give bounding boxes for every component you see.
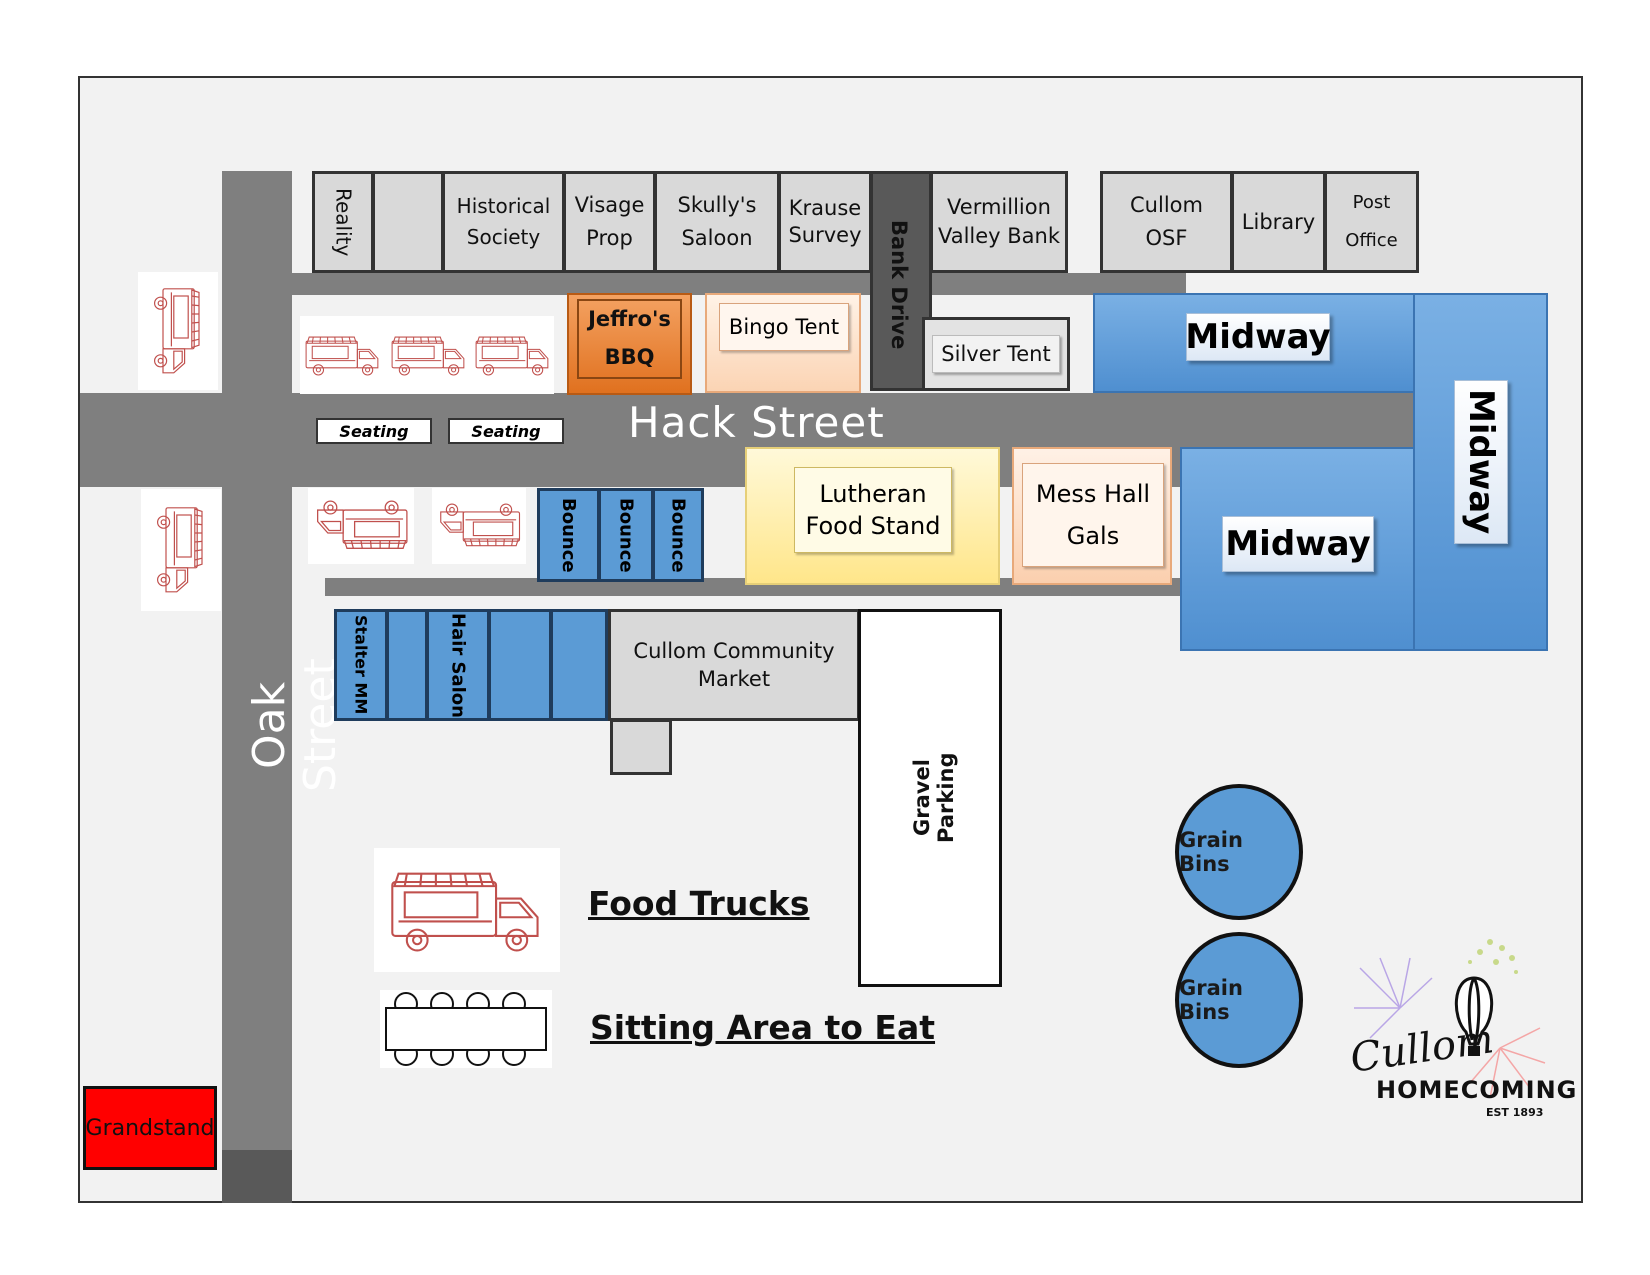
food-truck-icon — [308, 488, 414, 564]
visage-prop-label: Visage Prop — [574, 193, 645, 250]
legend-table-icon — [380, 990, 552, 1068]
visage-prop-building: Visage Prop — [563, 171, 656, 273]
vendor-booth — [488, 609, 552, 721]
midway-label-lower: Midway — [1222, 516, 1374, 572]
historical-society-label: Historical Society — [456, 194, 551, 249]
post-office-building: Post Office — [1324, 171, 1419, 273]
oak-street-road — [222, 171, 292, 1203]
gravel-parking-label: Gravel Parking — [910, 752, 958, 844]
stalter-mm-booth: Stalter MM — [334, 609, 388, 721]
library-label: Library — [1241, 209, 1316, 234]
bank-drive-label: Bank Drive — [887, 220, 911, 350]
gravel-parking-lot — [858, 609, 1002, 987]
silver-tent-building: Silver Tent — [922, 317, 1070, 391]
seating-label: Seating — [339, 421, 409, 441]
vermillion-valley-bank-building: Vermillion Valley Bank — [930, 171, 1068, 273]
jeffros-bbq-label: Jeffro's BBQ — [577, 299, 682, 379]
cullom-community-market-label: Cullom Community Market — [633, 638, 835, 691]
seating-area: Seating — [316, 418, 432, 444]
hair-salon-booth: Hair Salon — [426, 609, 490, 721]
jeffros-bbq-tent: Jeffro's BBQ — [567, 293, 692, 395]
grain-bin: Grain Bins — [1175, 932, 1303, 1068]
krause-survey-building: Krause Survey — [778, 171, 872, 273]
hack-street-east — [1180, 393, 1420, 445]
post-office-label: Post Office — [1345, 192, 1398, 251]
oak-street-label: Oak Street — [244, 658, 346, 792]
historical-society-building: Historical Society — [442, 171, 565, 273]
top-road — [222, 171, 292, 293]
silver-tent-label: Silver Tent — [932, 335, 1060, 373]
midway-label-right: Midway — [1454, 380, 1508, 544]
mess-hall-gals-label: Mess Hall Gals — [1022, 463, 1164, 567]
vendor-booth — [386, 609, 428, 721]
logo-word: HOMECOMING — [1376, 1076, 1578, 1104]
library-building: Library — [1231, 171, 1326, 273]
hack-street-label: Hack Street — [628, 398, 885, 447]
skullys-saloon-building: Skully's Saloon — [654, 171, 780, 273]
vendor-booth — [550, 609, 608, 721]
reality-label: Reality — [331, 187, 356, 257]
food-truck-icon — [141, 489, 221, 611]
food-truck-row — [300, 316, 554, 394]
mess-hall-gals-tent: Mess Hall Gals — [1012, 447, 1172, 585]
cullom-osf-label: Cullom OSF — [1130, 193, 1203, 250]
cullom-osf-building: Cullom OSF — [1100, 171, 1233, 273]
bounce-booth: Bounce — [598, 488, 654, 582]
food-truck-icon — [138, 272, 218, 390]
cullom-homecoming-logo: Cullom HOMECOMING EST 1893 — [1340, 928, 1576, 1138]
vacant-building — [372, 171, 444, 273]
midway-label-top: Midway — [1185, 313, 1331, 361]
seating-label: Seating — [471, 421, 541, 441]
food-truck-icon — [432, 488, 526, 564]
krause-survey-label: Krause Survey — [788, 195, 862, 247]
legend-food-truck-icon — [374, 848, 560, 972]
seating-area: Seating — [448, 418, 564, 444]
logo-est: EST 1893 — [1486, 1106, 1544, 1119]
grandstand: Grandstand — [83, 1086, 217, 1170]
bingo-tent: Bingo Tent — [705, 293, 861, 393]
skullys-saloon-label: Skully's Saloon — [677, 193, 757, 250]
legend-sitting-area-label: Sitting Area to Eat — [590, 1008, 936, 1047]
bank-drive-road — [870, 171, 932, 391]
lutheran-food-stand: Lutheran Food Stand — [745, 447, 1000, 585]
cullom-community-market: Cullom Community Market — [608, 609, 860, 721]
market-annex — [610, 719, 672, 775]
legend-food-trucks-label: Food Trucks — [588, 884, 810, 923]
reality-building: Reality — [312, 171, 374, 273]
upper-road-band — [292, 273, 1186, 295]
bounce-booth: Bounce — [537, 488, 600, 582]
oak-street-road-edge — [222, 1150, 292, 1203]
vermillion-valley-bank-label: Vermillion Valley Bank — [937, 194, 1061, 248]
lutheran-food-stand-label: Lutheran Food Stand — [794, 467, 952, 553]
grain-bin: Grain Bins — [1175, 784, 1303, 920]
bingo-tent-label: Bingo Tent — [719, 303, 849, 351]
bounce-booth: Bounce — [652, 488, 704, 582]
